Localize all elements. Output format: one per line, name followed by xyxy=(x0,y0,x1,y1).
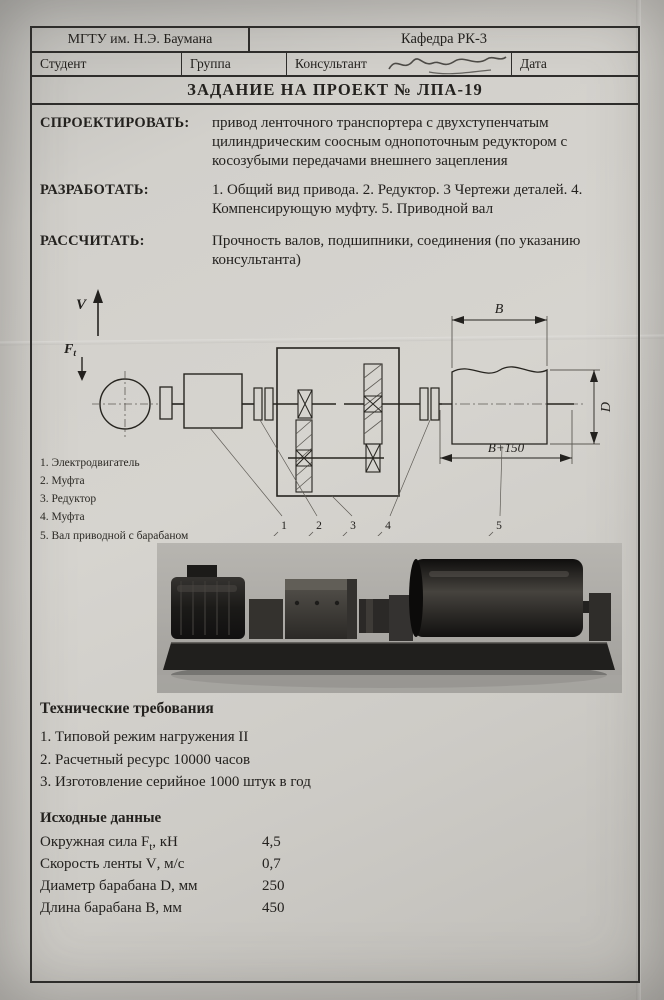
legend-item-coupling-1: 2. Муфта xyxy=(40,475,85,488)
photo-coupling xyxy=(359,599,389,633)
technical-requirements: Технические требования 1. Типовой режим … xyxy=(40,700,311,794)
svg-text:Ft: Ft xyxy=(63,342,76,359)
photo-drum-shaft xyxy=(583,601,593,613)
develop-label: РАЗРАБОТАТЬ: xyxy=(40,181,149,198)
tech-title: Технические требования xyxy=(40,700,214,717)
value-diameter: 250 xyxy=(262,878,285,894)
calculate-text: Прочность валов, подшипники, соединения … xyxy=(212,232,581,269)
photo-gearbox xyxy=(285,579,357,639)
drawing-frame: МГТУ им. Н.Э. Баумана Кафедра РК-3 Студе… xyxy=(30,26,640,983)
design-label: СПРОЕКТИРОВАТЬ: xyxy=(40,115,190,131)
university-name: МГТУ им. Н.Э. Баумана xyxy=(32,28,250,51)
data-row-length: Длина барабана B, мм 450 xyxy=(40,900,342,922)
develop-text: 1. Общий вид привода. 2. Редуктор. 3 Чер… xyxy=(212,181,583,217)
callout-2: 2 xyxy=(316,520,322,532)
photo-coupling-guard xyxy=(249,599,283,639)
consultant-cell: Консультант xyxy=(287,53,512,75)
design-text: привод ленточного транспортера с двухсту… xyxy=(212,115,568,170)
motor-symbol xyxy=(159,373,254,429)
kinematic-scheme: V Ft xyxy=(63,289,614,536)
value-speed: 0,7 xyxy=(262,856,281,872)
label-v: V xyxy=(76,297,88,313)
value-length: 450 xyxy=(262,900,285,916)
initial-title: Исходные данные xyxy=(40,810,162,826)
callout-5: 5 xyxy=(496,520,502,532)
consultant-label: Консультант xyxy=(295,56,367,71)
data-row-diameter: Диаметр барабана D, мм 250 xyxy=(40,878,342,900)
section-design: СПРОЕКТИРОВАТЬ: привод ленточного трансп… xyxy=(40,114,630,172)
photo-bearing-right xyxy=(589,593,611,641)
callout-leaders: 1 2 3 4 5 xyxy=(209,419,503,536)
student-label: Студент xyxy=(32,53,182,75)
calculate-label: РАССЧИТАТЬ: xyxy=(40,232,145,249)
date-label: Дата xyxy=(520,56,547,71)
tech-item-load-mode: 1. Типовой режим нагружения II xyxy=(40,729,249,745)
legend-item-coupling-2: 4. Муфта xyxy=(40,511,85,524)
label-b: B xyxy=(495,302,504,317)
tech-item-service-life: 2. Расчетный ресурс 10000 часов xyxy=(40,751,251,768)
header-row-2: Студент Группа Консультант Дата xyxy=(32,53,638,77)
photo-bearing-left xyxy=(389,595,413,641)
drum-symbol: B B+150 D xyxy=(439,302,614,464)
circumferential-force-arrow: Ft xyxy=(63,342,87,381)
department-name: Кафедра РК-3 xyxy=(400,31,488,47)
label-f: F xyxy=(63,342,74,357)
title-row: ЗАДАНИЕ НА ПРОЕКТ № ЛПА-19 xyxy=(32,77,638,105)
legend-item-gearbox: 3. Редуктор xyxy=(40,493,97,506)
callout-3: 3 xyxy=(350,520,356,532)
pulley-circle xyxy=(92,371,158,437)
data-row-speed: Скорость ленты V, м/с 0,7 xyxy=(40,856,342,878)
gearbox-symbol xyxy=(276,347,420,497)
consultant-signature xyxy=(388,56,507,75)
component-legend: 1. Электродвигатель 2. Муфта 3. Редуктор… xyxy=(40,454,188,545)
legend-item-drum-shaft: 5. Вал приводной с барабаном xyxy=(40,529,189,542)
section-develop: РАЗРАБОТАТЬ: 1. Общий вид привода. 2. Ре… xyxy=(40,181,630,219)
data-row-force: Окружная сила Ft, кН 4,5 xyxy=(40,834,342,856)
photo-drum xyxy=(409,559,583,637)
photo-motor xyxy=(171,565,245,639)
header-row-1: МГТУ им. Н.Э. Баумана Кафедра РК-3 xyxy=(32,28,638,53)
assignment-sections: СПРОЕКТИРОВАТЬ: привод ленточного трансп… xyxy=(40,114,630,279)
legend-item-motor: 1. Электродвигатель xyxy=(40,457,140,469)
initial-data: Исходные данные Окружная сила Ft, кН 4,5… xyxy=(40,810,342,922)
group-label: Группа xyxy=(182,53,287,75)
label-f-sub: t xyxy=(73,349,76,359)
photo-baseplate xyxy=(163,643,615,670)
tech-item-production: 3. Изготовление серийное 1000 штук в год xyxy=(40,774,311,790)
callout-1: 1 xyxy=(281,520,287,532)
assembly-photo xyxy=(157,543,622,693)
belt-speed-arrow: V xyxy=(76,289,103,336)
label-b-plus-150: B+150 xyxy=(488,440,525,455)
project-title: ЗАДАНИЕ НА ПРОЕКТ № ЛПА-19 xyxy=(187,80,483,99)
callout-4: 4 xyxy=(385,520,391,532)
section-calculate: РАССЧИТАТЬ: Прочность валов, подшипники,… xyxy=(40,232,630,270)
value-force: 4,5 xyxy=(262,834,281,850)
figure-area: V Ft xyxy=(32,286,638,701)
coupling-1-symbol xyxy=(253,387,298,421)
label-d: D xyxy=(599,402,614,413)
